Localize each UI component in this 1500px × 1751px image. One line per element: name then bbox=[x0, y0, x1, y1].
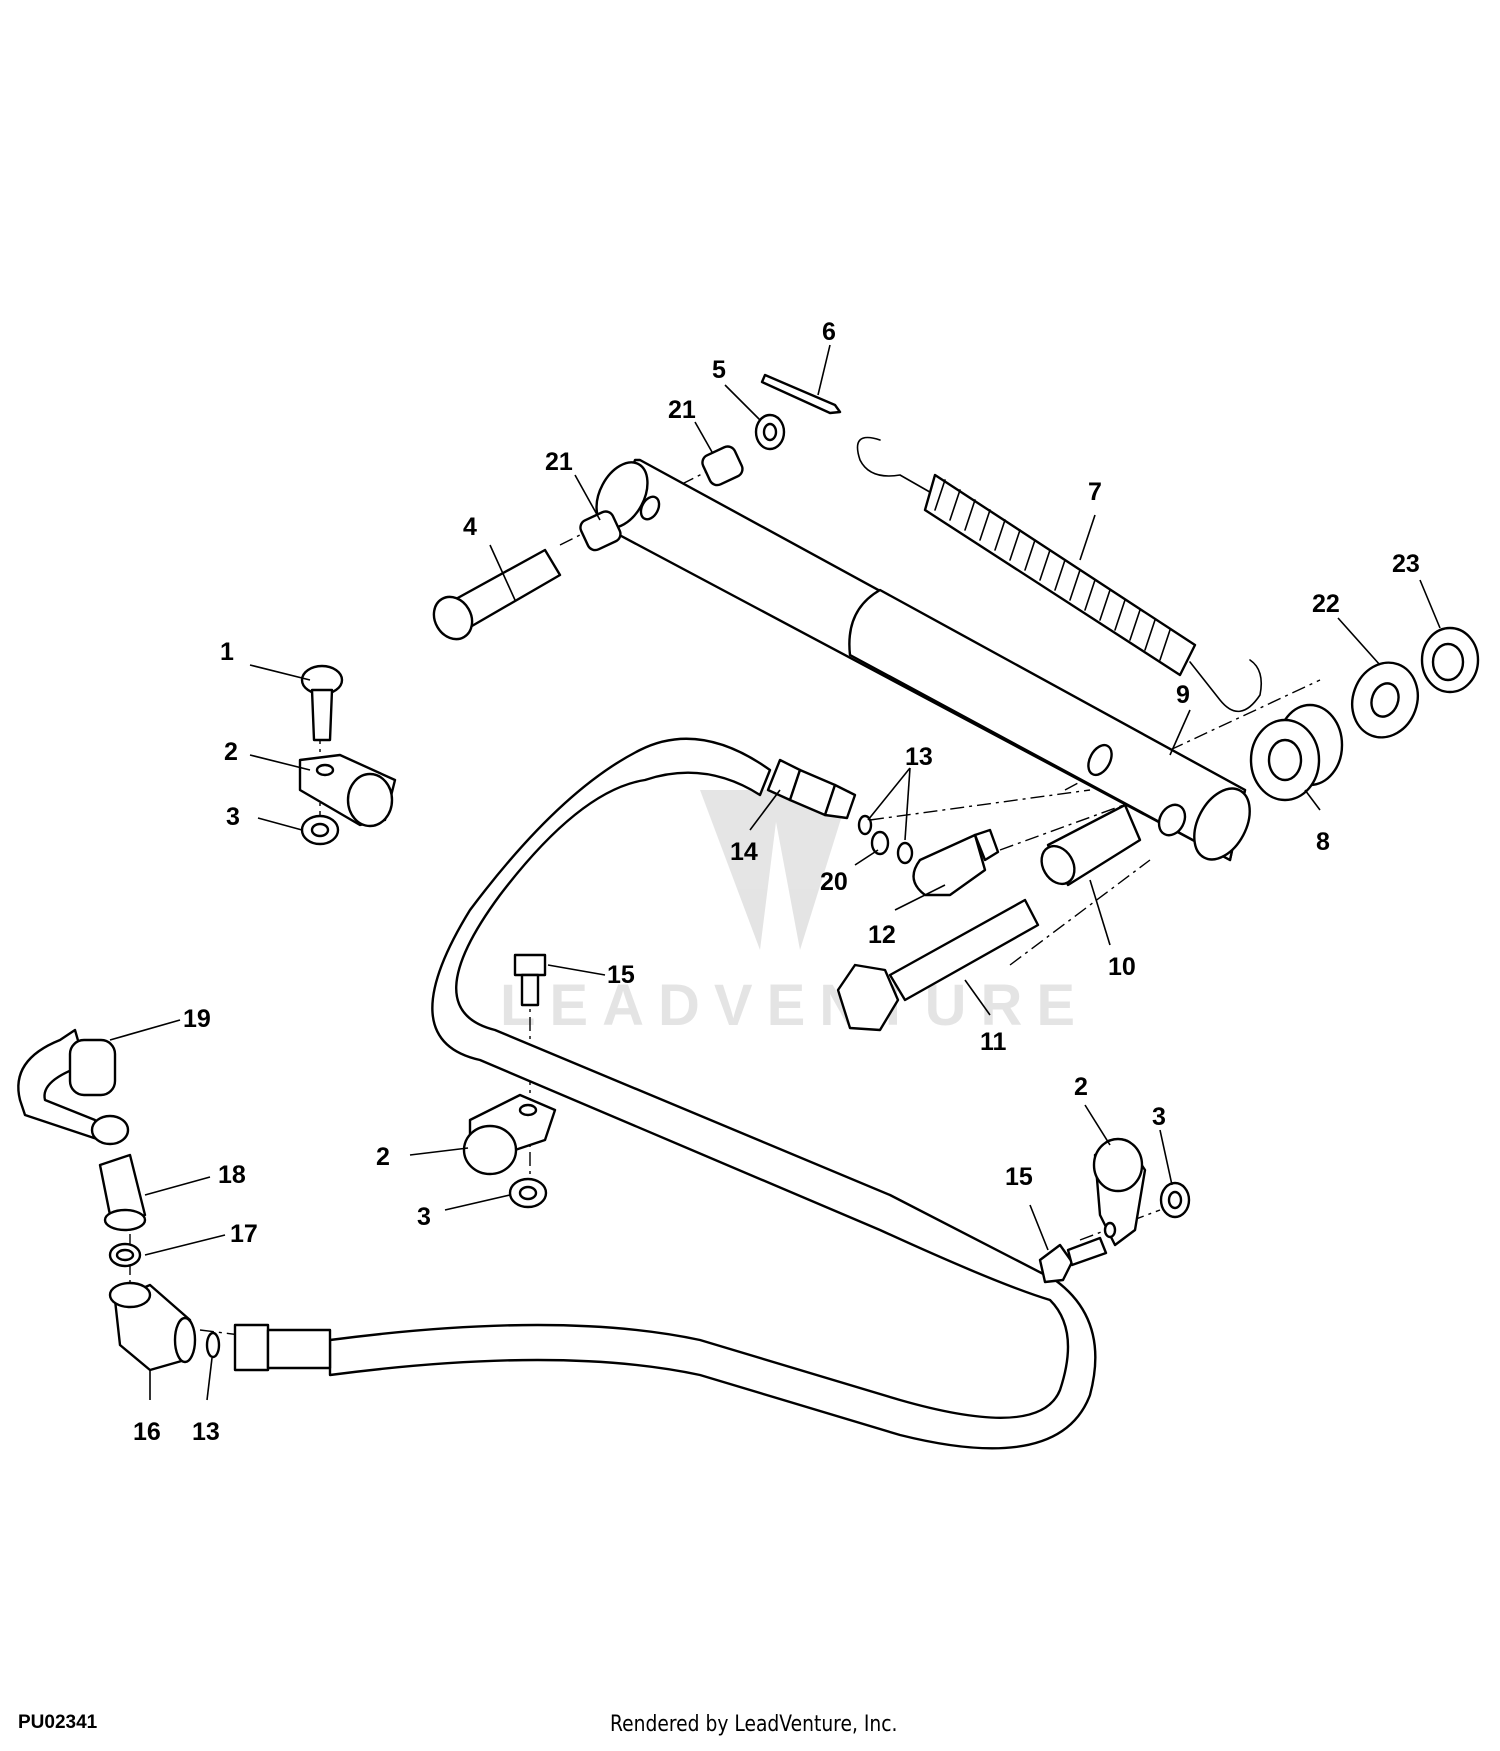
part-washer-small bbox=[754, 413, 786, 451]
callout-9: 9 bbox=[1176, 681, 1190, 709]
part-o-ring-c bbox=[857, 814, 873, 836]
part-clamp-a bbox=[298, 753, 397, 828]
callout-3-left: 3 bbox=[226, 803, 240, 831]
part-nut-c bbox=[1159, 1181, 1191, 1219]
callout-2-left: 2 bbox=[224, 738, 238, 766]
callout-15-center: 15 bbox=[607, 961, 635, 989]
part-bolt-b bbox=[1038, 1236, 1108, 1284]
callout-18: 18 bbox=[218, 1161, 246, 1189]
callout-2-center: 2 bbox=[376, 1143, 390, 1171]
part-spring bbox=[856, 436, 1263, 713]
leader-lines bbox=[109, 344, 1441, 1401]
callout-12: 12 bbox=[868, 921, 896, 949]
callout-4: 4 bbox=[463, 513, 477, 541]
part-pin bbox=[432, 548, 562, 641]
part-carriage-bolt bbox=[300, 664, 344, 742]
callout-17: 17 bbox=[230, 1220, 258, 1248]
part-sleeve bbox=[1040, 803, 1142, 887]
part-nut-a bbox=[300, 814, 340, 846]
callout-8: 8 bbox=[1316, 828, 1330, 856]
callout-22: 22 bbox=[1312, 590, 1340, 618]
callout-20: 20 bbox=[820, 868, 848, 896]
callout-21-upper: 21 bbox=[668, 396, 696, 424]
callout-5: 5 bbox=[712, 356, 726, 384]
callout-10: 10 bbox=[1108, 953, 1136, 981]
callout-14: 14 bbox=[730, 838, 758, 866]
watermark: LEADVENTURE bbox=[500, 790, 1089, 1038]
part-bushing-a bbox=[579, 510, 622, 552]
callout-1: 1 bbox=[220, 638, 234, 666]
callout-16: 16 bbox=[133, 1418, 161, 1446]
part-bolt-long bbox=[836, 898, 1040, 1032]
callout-3-center: 3 bbox=[417, 1203, 431, 1231]
callout-19: 19 bbox=[183, 1005, 211, 1033]
part-o-ring-lower bbox=[205, 1331, 221, 1359]
part-elbow-lower bbox=[108, 1281, 197, 1372]
part-clamp-b bbox=[462, 1093, 557, 1176]
part-adapter bbox=[98, 1153, 147, 1232]
part-bolt-a bbox=[513, 953, 547, 1007]
callout-21-lower: 21 bbox=[545, 448, 573, 476]
callout-13-lower: 13 bbox=[192, 1418, 220, 1446]
callout-23: 23 bbox=[1392, 550, 1420, 578]
figure-id: PU02341 bbox=[18, 1712, 98, 1733]
part-hydraulic-hose bbox=[328, 737, 1097, 1450]
part-o-ring-a bbox=[870, 830, 890, 856]
callout-2-right: 2 bbox=[1074, 1073, 1088, 1101]
watermark-logo-icon bbox=[700, 790, 850, 950]
callout-11: 11 bbox=[980, 1028, 1007, 1056]
part-o-ring-b bbox=[896, 841, 914, 865]
part-flange-nut bbox=[1420, 626, 1480, 694]
part-hose-fitting-lower bbox=[233, 1323, 332, 1372]
center-lines bbox=[129, 469, 1321, 1336]
watermark-text: LEADVENTURE bbox=[500, 973, 1089, 1038]
part-elbow-fitting bbox=[912, 828, 1000, 897]
part-nut-b bbox=[508, 1177, 548, 1209]
callout-6: 6 bbox=[822, 318, 836, 346]
part-roller bbox=[1249, 703, 1344, 802]
callout-7: 7 bbox=[1088, 478, 1102, 506]
callout-15-right: 15 bbox=[1005, 1163, 1033, 1191]
callout-13-upper: 13 bbox=[905, 743, 933, 771]
part-washer-large bbox=[1351, 661, 1419, 739]
credit-line: Rendered by LeadVenture, Inc. bbox=[610, 1712, 898, 1737]
part-clamp-c bbox=[1092, 1137, 1147, 1247]
part-cotter-pin bbox=[760, 373, 842, 415]
part-bushing-b bbox=[701, 445, 744, 487]
part-washer-lower bbox=[108, 1242, 142, 1268]
callout-3-right: 3 bbox=[1152, 1103, 1166, 1131]
part-hose-fitting bbox=[766, 758, 857, 820]
callouts: 1 2 3 4 21 21 5 6 7 9 8 22 23 10 11 12 2… bbox=[133, 318, 1420, 1446]
part-dust-cap bbox=[17, 1028, 130, 1146]
